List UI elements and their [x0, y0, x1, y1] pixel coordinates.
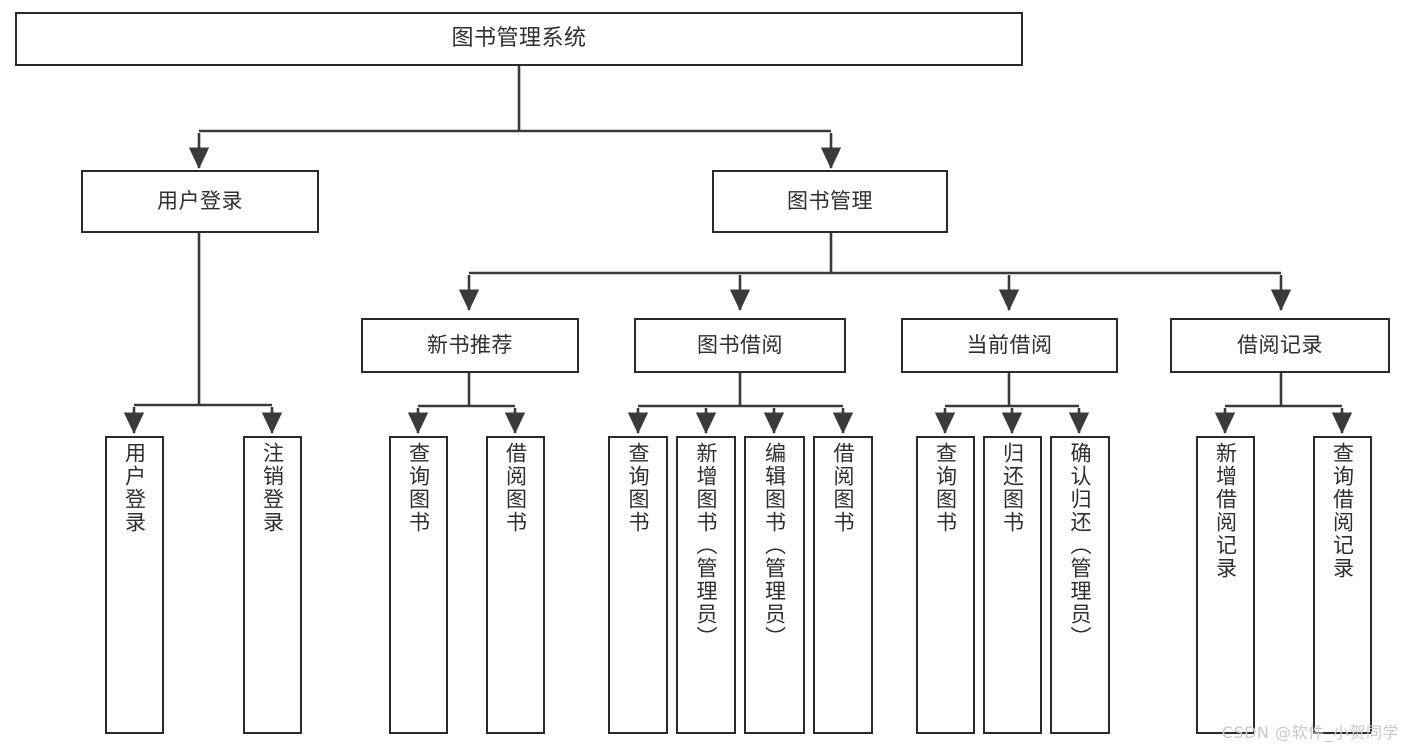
- node-label: 借阅图书: [503, 442, 528, 534]
- node-label: 新书推荐: [427, 333, 513, 358]
- node-label: 用户登录: [157, 189, 243, 214]
- node-leaf-user-login-logout[interactable]: 注销登录: [243, 436, 302, 734]
- node-leaf-book-borrow-query[interactable]: 查询图书: [608, 436, 668, 734]
- node-book-borrow[interactable]: 图书借阅: [634, 318, 846, 373]
- node-label: 归还图书: [1000, 442, 1025, 534]
- node-user-login[interactable]: 用户登录: [81, 170, 319, 233]
- node-label: 新增图书（管理员）: [694, 442, 719, 649]
- node-leaf-user-login-login[interactable]: 用户登录: [105, 436, 164, 734]
- node-borrow-record[interactable]: 借阅记录: [1170, 318, 1390, 373]
- node-new-book-recommend[interactable]: 新书推荐: [361, 318, 579, 373]
- node-label: 注销登录: [260, 442, 285, 534]
- node-leaf-current-borrow-return[interactable]: 归还图书: [983, 436, 1042, 734]
- node-label: 借阅图书: [831, 442, 856, 534]
- node-leaf-borrow-record-query[interactable]: 查询借阅记录: [1313, 436, 1372, 734]
- csdn-watermark: CSDN @软件_小贺同学: [1221, 723, 1399, 742]
- node-label: 当前借阅: [966, 333, 1053, 358]
- node-label: 用户登录: [122, 442, 147, 534]
- node-book-management[interactable]: 图书管理: [712, 170, 948, 233]
- node-label: 查询借阅记录: [1330, 442, 1355, 580]
- node-label: 编辑图书（管理员）: [762, 442, 787, 649]
- node-label: 查询图书: [626, 442, 651, 534]
- node-leaf-current-borrow-query[interactable]: 查询图书: [916, 436, 975, 734]
- node-label: 确认归还（管理员）: [1068, 442, 1093, 649]
- node-leaf-new-book-query[interactable]: 查询图书: [389, 436, 448, 734]
- node-leaf-book-borrow-add[interactable]: 新增图书（管理员）: [676, 436, 736, 734]
- node-label: 图书管理: [787, 189, 873, 214]
- node-label: 新增借阅记录: [1213, 442, 1238, 580]
- node-label: 借阅记录: [1237, 333, 1323, 358]
- node-leaf-current-borrow-confirm-return[interactable]: 确认归还（管理员）: [1050, 436, 1110, 734]
- node-leaf-book-borrow-borrow[interactable]: 借阅图书: [813, 436, 873, 734]
- node-leaf-new-book-borrow[interactable]: 借阅图书: [486, 436, 545, 734]
- node-current-borrow[interactable]: 当前借阅: [901, 318, 1118, 373]
- node-leaf-book-borrow-edit[interactable]: 编辑图书（管理员）: [744, 436, 805, 734]
- node-root-book-management-system[interactable]: 图书管理系统: [15, 12, 1023, 66]
- node-label: 图书管理系统: [451, 26, 587, 52]
- node-label: 查询图书: [406, 442, 431, 534]
- node-label: 图书借阅: [697, 333, 783, 358]
- node-label: 查询图书: [933, 442, 958, 534]
- node-leaf-borrow-record-add[interactable]: 新增借阅记录: [1196, 436, 1255, 734]
